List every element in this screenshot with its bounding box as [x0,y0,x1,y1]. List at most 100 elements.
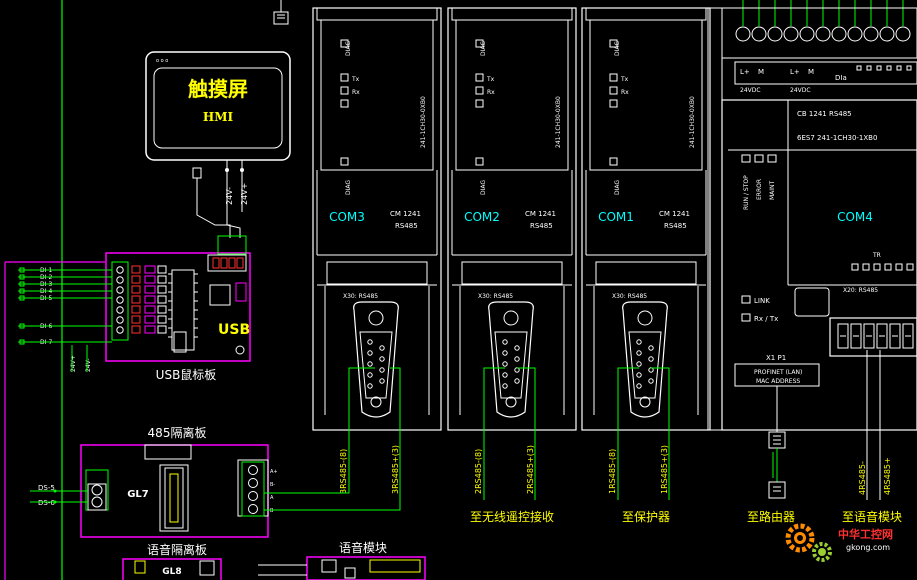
terminal-screw-icon [116,276,124,284]
db9-pin [367,383,373,389]
module-bus: RS485 [530,222,553,230]
db9-pin [379,356,385,362]
rs485-wire-label: 2RS485+(3) [526,445,535,494]
cpu-profinet-port: X1 P1 [766,354,786,362]
header-pin-icon [236,257,244,269]
rs485-wire [517,367,536,500]
cpu-board-title: CB 1241 RS485 [797,110,852,118]
terminal-screw-icon [116,296,124,304]
cpu-supply-2: 24VDC [790,87,811,94]
db9-connector-icon [622,301,668,418]
rx-led-icon [609,86,618,95]
db9-pin [367,350,373,356]
module-destination: 至保护器 [622,510,670,524]
usb-board-caption: USB鼠标板 [156,368,217,382]
diode-icon [157,305,167,314]
spare-led-icon [609,99,618,108]
cpu-terminal-label: TR [872,252,881,259]
module-face [589,20,703,171]
module-led-tx: Tx [486,76,495,83]
spare-led-icon [340,99,349,108]
module-diag-text: DIAG [480,180,487,195]
diag-led-icon [475,157,484,166]
voice-isolation-title: 语音隔离板 [147,542,207,557]
module-led-tx: Tx [620,76,629,83]
db9-pin [367,372,373,378]
module-model: CM 1241 [659,210,690,218]
usb-plug-icon [192,167,202,179]
rs485-wire-label: 1RS485+(3) [660,445,669,494]
watermark-url: gkong.com [846,543,890,552]
relay-icon [131,305,141,314]
voice-isolation-board: 语音隔离板 GL8 [122,542,222,580]
db9-screw-icon [505,396,517,408]
terminal-screw-icon [116,326,124,334]
db9-pin [514,378,520,384]
rx-led-icon [340,86,349,95]
status-led-icon [873,263,881,271]
watermark-name: 中华工控网 [838,527,893,541]
diag-led-icon [609,157,618,166]
isolation-input-1: DS-5 [38,484,55,492]
diode-icon [157,275,167,284]
rj45-bottom-icon [768,481,786,499]
cpu-led-run: RUN / STOP [743,175,750,210]
diag-led-icon [340,157,349,166]
hmi-panel: o o o 触摸屏 HMI 24V- 24V+ [145,51,291,238]
db9-pin [636,361,642,367]
usb-relays [131,265,167,334]
voice-destination: 至语音模块 [842,509,902,524]
terminal-slot-icon [876,323,888,349]
db9-pin [367,361,373,367]
db9-pin [502,350,508,356]
relay-icon [131,325,141,334]
port-housing [326,261,428,285]
terminal-screw-icon [116,306,124,314]
isolation-output-label: A [270,495,274,501]
voice-wire-2: 4RS485+ [883,457,892,495]
top-connector-icon [273,0,289,25]
isolation-input-2: DS-6 [38,499,55,507]
module-part-number: 241-1CH30-0XB0 [420,96,427,148]
cpu-supply-1: 24VDC [740,87,761,94]
db9-screw-icon [637,310,653,326]
header-pin-icon [220,257,228,269]
relay-coil-icon [144,285,156,294]
status-led-icon [862,263,870,271]
tx-led-icon [475,73,484,82]
di-led-icon [886,65,892,71]
terminal-screw-icon [831,26,847,42]
module-led-rx: Rx [487,89,495,96]
terminal-slot-icon [889,323,901,349]
voice-wire-1: 4RS485- [858,461,867,495]
module-part-number: 241-1CH30-0XB0 [689,96,696,148]
svg-text:o o o: o o o [156,58,168,64]
wire-marker-icon [19,288,25,294]
terminal-screw-icon [895,26,911,42]
wire-marker-icon [19,267,25,273]
hmi-power-2: 24V+ [240,183,249,205]
cpu-power-1: L+ [740,68,750,76]
di-led-icon [906,65,912,71]
isolation-board-title: 485隔离板 [148,425,207,440]
rx-led-icon [475,86,484,95]
relay-icon [131,315,141,324]
db9-pin [502,372,508,378]
rs485-wire-label: 1RS485-(8) [608,449,617,494]
isolation-output-label: B- [270,482,275,488]
db9-pin [636,339,642,345]
hmi-title: 触摸屏 [188,77,248,101]
port-housing [595,261,697,285]
cpu-power-4: M [808,68,814,76]
terminal-screw-icon [847,26,863,42]
hmi-subtitle: HMI [203,110,234,124]
cpu-led-error: ERROR [756,179,763,200]
status-led-icon [475,39,484,48]
relay-coil-icon [144,265,156,274]
cpu-led-maint: MAINT [769,180,776,200]
voice-module-title: 语音模块 [339,540,387,555]
isolation-output-label: A+ [270,469,278,475]
cpu-link-label: LINK [754,297,770,305]
db9-pin [636,350,642,356]
